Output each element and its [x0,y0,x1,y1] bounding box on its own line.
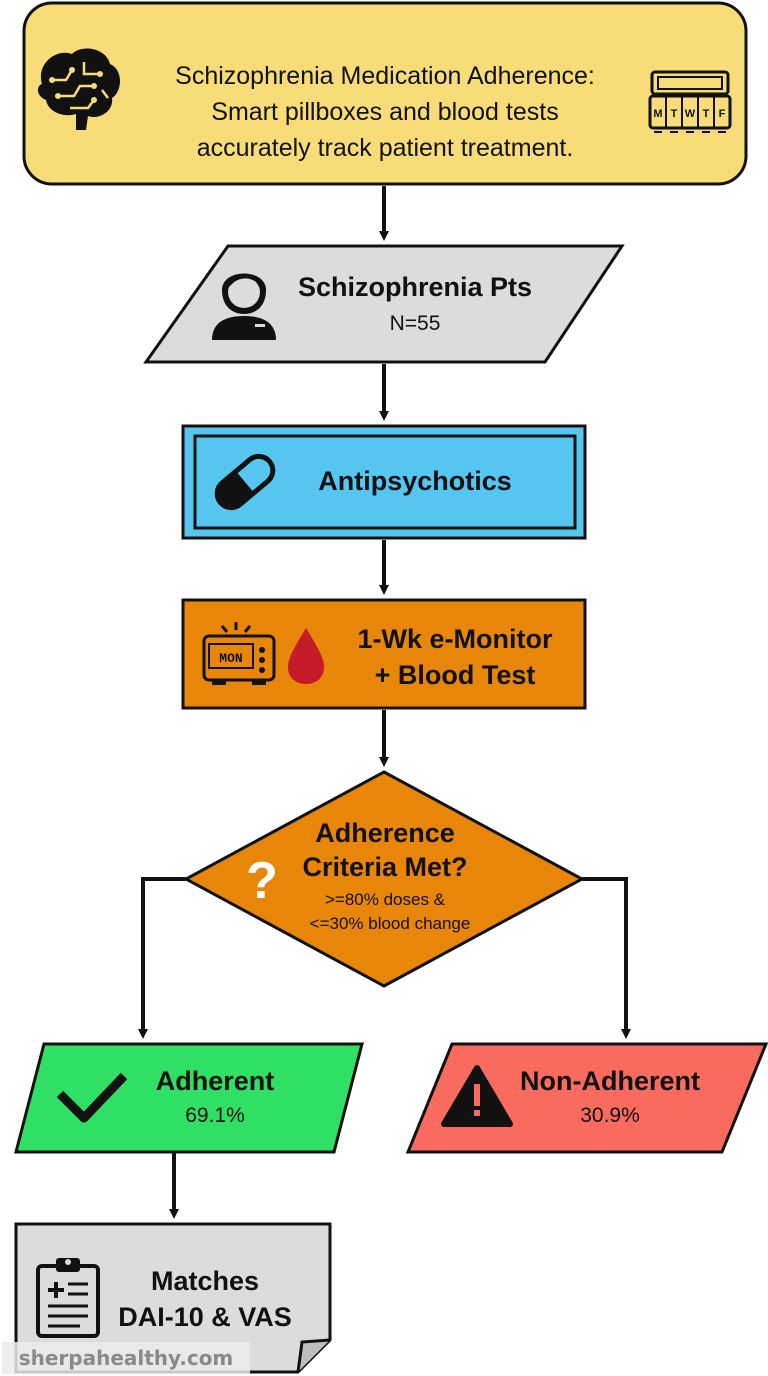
watermark: sherpahealthy.com [2,1342,250,1374]
population-box [143,244,625,364]
checkmark-icon [56,1072,128,1123]
person-icon [212,273,276,340]
validation-line1: Matches [150,1266,260,1296]
header-box [22,1,748,186]
question-icon: ? [246,852,278,910]
arrow-decision-to-adherent [138,877,186,1039]
decision-line2: Criteria Met? [302,852,468,882]
adherent-box [14,1042,364,1154]
clipboard-icon [36,1258,100,1338]
title-line: Smart pillboxes and blood tests [211,98,559,126]
population-title: Schizophrenia Pts [297,272,533,302]
title-line: Schizophrenia Medication Adherence: [175,62,595,90]
brain-icon [37,48,120,130]
pillbox-day-label: T [671,108,678,120]
decision-diamond [182,770,586,988]
monitor-display-label: MON [219,651,242,666]
monitoring-line2: + Blood Test [374,660,536,690]
pillbox-day-label: F [719,108,726,120]
validation-line2: DAI-10 & VAS [118,1302,292,1332]
decision-criteria-blood: <=30% blood change [309,914,471,933]
warning-icon [441,1065,513,1127]
non-adherent-label: Non-Adherent [520,1066,700,1096]
decision-line1: Adherence [315,818,455,848]
monitoring-line1: 1-Wk e-Monitor [357,624,553,654]
title-line: accurately track patient treatment. [196,134,574,162]
blood-drop-icon [288,628,324,684]
capsule-icon [214,453,276,511]
adherent-percent: 69.1% [185,1104,245,1127]
connectors [138,186,631,1219]
pillbox-day-label: T [703,108,710,120]
non-adherent-percent: 30.9% [580,1104,640,1127]
arrow-decision-to-non-adherent [582,877,631,1039]
treatment-label: Antipsychotics [318,466,512,496]
pillbox-day-label: M [653,108,662,120]
diagram-title: Schizophrenia Medication Adherence: Smar… [120,58,650,166]
pillbox-day-label: W [685,108,696,120]
population-count: N=55 [389,312,441,335]
monitor-device-icon: MON [202,622,276,685]
decision-criteria-doses: >=80% doses & [324,890,446,909]
pillbox-icon: M T W T F [648,70,732,133]
adherent-label: Adherent [155,1066,275,1096]
